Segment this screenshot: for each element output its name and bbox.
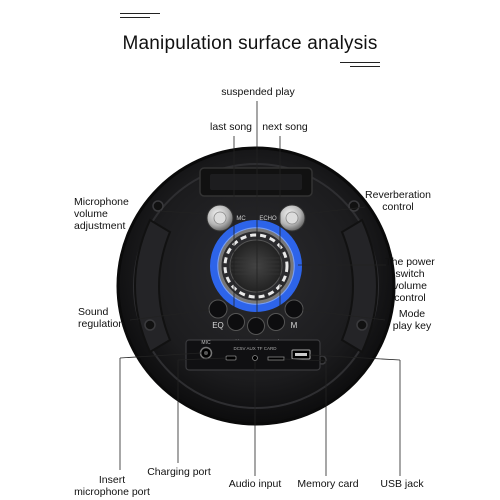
- prev-button: [227, 313, 245, 331]
- label-suspended-play: suspended play: [221, 86, 295, 98]
- mic-volume-knob: [206, 204, 234, 232]
- next-button: [267, 313, 285, 331]
- label-mode-play-key: Mode play key: [392, 308, 432, 332]
- charging-port: [225, 355, 237, 361]
- label-reverb: Reverberation control: [365, 189, 431, 213]
- callout-lines: [119, 101, 401, 476]
- label-usb-jack: USB jack: [380, 478, 424, 490]
- title-deco-line-left-2: [120, 17, 150, 18]
- m-button: [284, 299, 304, 319]
- volume-ring-dashes: [223, 233, 289, 299]
- eq-button: [208, 299, 228, 319]
- label-next-song: next song: [262, 121, 308, 133]
- label-mic-volume: Microphone volume adjustment: [74, 196, 129, 232]
- reverb-knob: [278, 204, 306, 232]
- title-deco-line-left: [120, 13, 160, 14]
- label-insert-mic-port: Insert microphone port: [74, 474, 150, 498]
- port-panel: [185, 339, 321, 371]
- eq-text: EQ: [212, 321, 224, 330]
- label-charging-port: Charging port: [147, 466, 211, 478]
- mc-text: MC: [236, 216, 246, 222]
- mic-port-text: MIC: [201, 340, 211, 346]
- right-handle: [340, 218, 378, 354]
- tf-card-slot: [267, 356, 285, 361]
- aux-port: [252, 355, 258, 361]
- left-handle: [134, 218, 172, 354]
- label-audio-input: Audio input: [228, 478, 282, 490]
- m-text: M: [291, 321, 298, 330]
- play-button: [247, 317, 265, 335]
- page-title: Manipulation surface analysis: [122, 33, 378, 54]
- title-deco-line-right-2: [350, 66, 380, 67]
- panel-text: DC5V AUX TF CARD: [234, 346, 278, 351]
- volume-ring-glow: [210, 220, 302, 312]
- label-power-switch: The power switch volume control: [385, 256, 435, 304]
- label-last-song: last song: [209, 121, 253, 133]
- label-sound-regulation: Sound regulation: [78, 306, 125, 330]
- echo-text: ECHO: [259, 216, 277, 222]
- label-memory-card: Memory card: [297, 478, 359, 490]
- title-deco-line-right: [340, 62, 380, 63]
